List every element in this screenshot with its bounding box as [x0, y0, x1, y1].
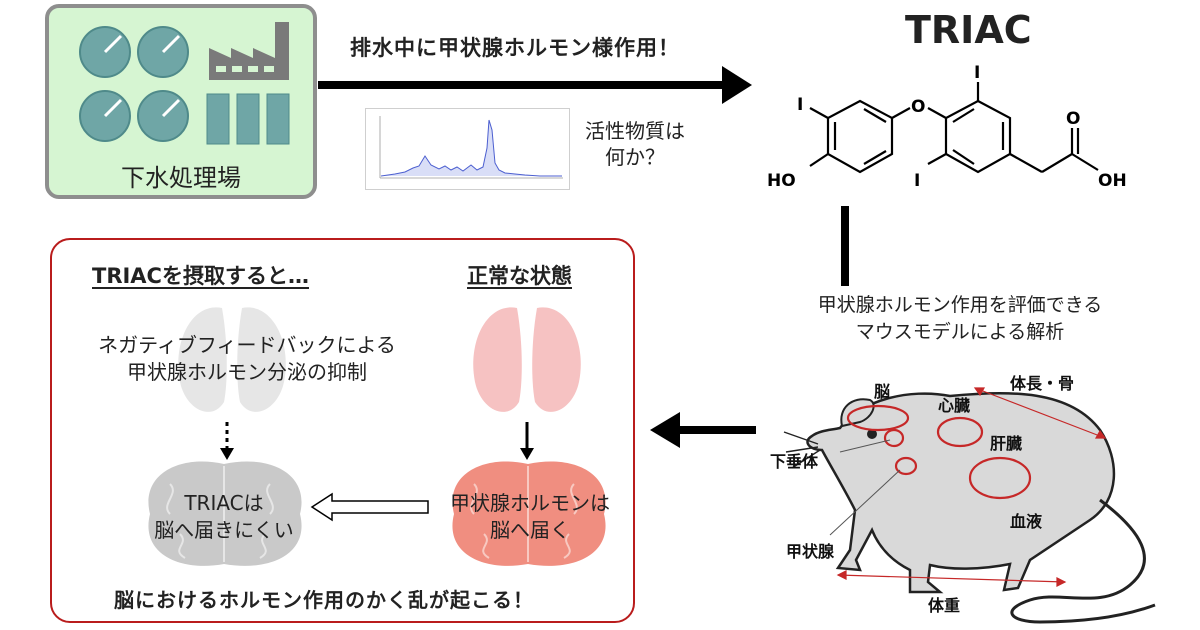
arrow-down-icon	[520, 422, 534, 460]
mouse-ear	[840, 398, 875, 428]
liver-outline	[968, 456, 1032, 500]
leader-lines	[829, 439, 901, 536]
gauge-icon	[137, 26, 189, 78]
heart-label: 心臓	[938, 396, 971, 415]
normal-brain-line-2: 脳へ届く	[490, 518, 570, 542]
brain-label: 脳	[874, 382, 891, 401]
chromatogram-thumbnail	[365, 108, 570, 190]
triac-structure: I O I HO I O OH	[767, 63, 1127, 191]
suppressed-brain	[148, 461, 302, 566]
pituitary-outline	[883, 428, 905, 448]
question-line-1: 活性物質は	[585, 119, 685, 143]
measurement-arrows	[836, 387, 1107, 587]
normal-brain-line-1: 甲状腺ホルモンは	[450, 491, 610, 515]
thyroid-outline	[894, 456, 918, 476]
mouse-caption-line-2: マウスモデルによる解析	[855, 321, 1065, 343]
gauge-icon	[79, 26, 131, 78]
triac-bonds	[809, 82, 1099, 174]
hydroxyl-label: HO	[767, 171, 796, 191]
hollow-arrow-left-icon	[310, 492, 429, 522]
arrow-right-icon	[722, 66, 752, 104]
mouse-tail	[1010, 498, 1156, 624]
mouse-illustration	[783, 387, 1156, 624]
feedback-text: ネガティブフィードバックによる 甲状腺ホルモン分泌の抑制	[52, 332, 442, 386]
gauge-icon	[137, 90, 189, 142]
top-arrow-caption: 排水中に甲状腺ホルモン様作用！	[350, 36, 680, 60]
mouse-eye	[867, 429, 877, 439]
sewage-plant-box: 下水処理場	[45, 4, 317, 199]
arrow-left-icon	[650, 412, 680, 448]
heart-outline	[936, 416, 984, 448]
brain-outline	[846, 404, 910, 432]
plant-label: 下水処理場	[121, 164, 241, 192]
normal-brain	[452, 461, 606, 566]
plant-illustration	[79, 22, 290, 145]
triac-brain-line-2: 脳へ届きにくい	[154, 518, 294, 542]
comparison-panel: TRIACを摂取すると… 正常な状態 ネガティブフィードバックによる 甲状腺ホル…	[50, 238, 635, 623]
iodine-label: I	[974, 63, 980, 83]
blood-label: 血液	[1010, 512, 1043, 531]
triac-heading: TRIACを摂取すると…	[92, 264, 309, 288]
tank-icon	[206, 93, 290, 145]
iodine-label: I	[797, 95, 803, 115]
conclusion-text: 脳におけるホルモン作用のかく乱が起こる！	[114, 588, 534, 612]
hydroxyl-label: OH	[1098, 171, 1127, 191]
question-text: 活性物質は 何か？	[585, 118, 685, 170]
dotted-arrow-down-icon	[220, 422, 234, 460]
feedback-line-2: 甲状腺ホルモン分泌の抑制	[127, 360, 367, 384]
mouse-model-caption: 甲状腺ホルモン作用を評価できる マウスモデルによる解析	[780, 292, 1140, 346]
factory-icon	[209, 22, 289, 80]
body-length-label: 体長・骨	[1010, 374, 1075, 393]
oxygen-label: O	[1066, 109, 1080, 129]
mouse-body	[806, 391, 1116, 594]
suppressed-thyroid	[178, 307, 286, 412]
triac-brain-text: TRIACは 脳へ届きにくい	[114, 490, 334, 544]
question-line-2: 何か？	[605, 145, 665, 169]
gauge-icon	[79, 90, 131, 142]
feedback-line-1: ネガティブフィードバックによる	[98, 333, 396, 357]
mouse-whiskers	[783, 431, 821, 469]
left-arrow-shaft	[678, 426, 756, 434]
normal-brain-text: 甲状腺ホルモンは 脳へ届く	[430, 490, 630, 544]
triac-title: TRIAC	[905, 8, 1032, 52]
thyroid-label: 甲状腺	[786, 542, 835, 561]
liver-label: 肝臓	[990, 434, 1023, 453]
oxygen-label: O	[911, 97, 925, 117]
pituitary-label: 下垂体	[770, 452, 819, 471]
iodine-label: I	[914, 171, 920, 191]
organ-outlines	[846, 404, 1032, 500]
mouse-caption-line-1: 甲状腺ホルモン作用を評価できる	[817, 294, 1103, 316]
normal-thyroid	[473, 307, 581, 412]
top-arrow-shaft	[318, 81, 728, 89]
triac-brain-line-1: TRIACは	[184, 491, 264, 515]
normal-heading: 正常な状態	[467, 264, 572, 288]
body-weight-label: 体重	[928, 596, 961, 615]
vertical-connector	[841, 206, 849, 286]
